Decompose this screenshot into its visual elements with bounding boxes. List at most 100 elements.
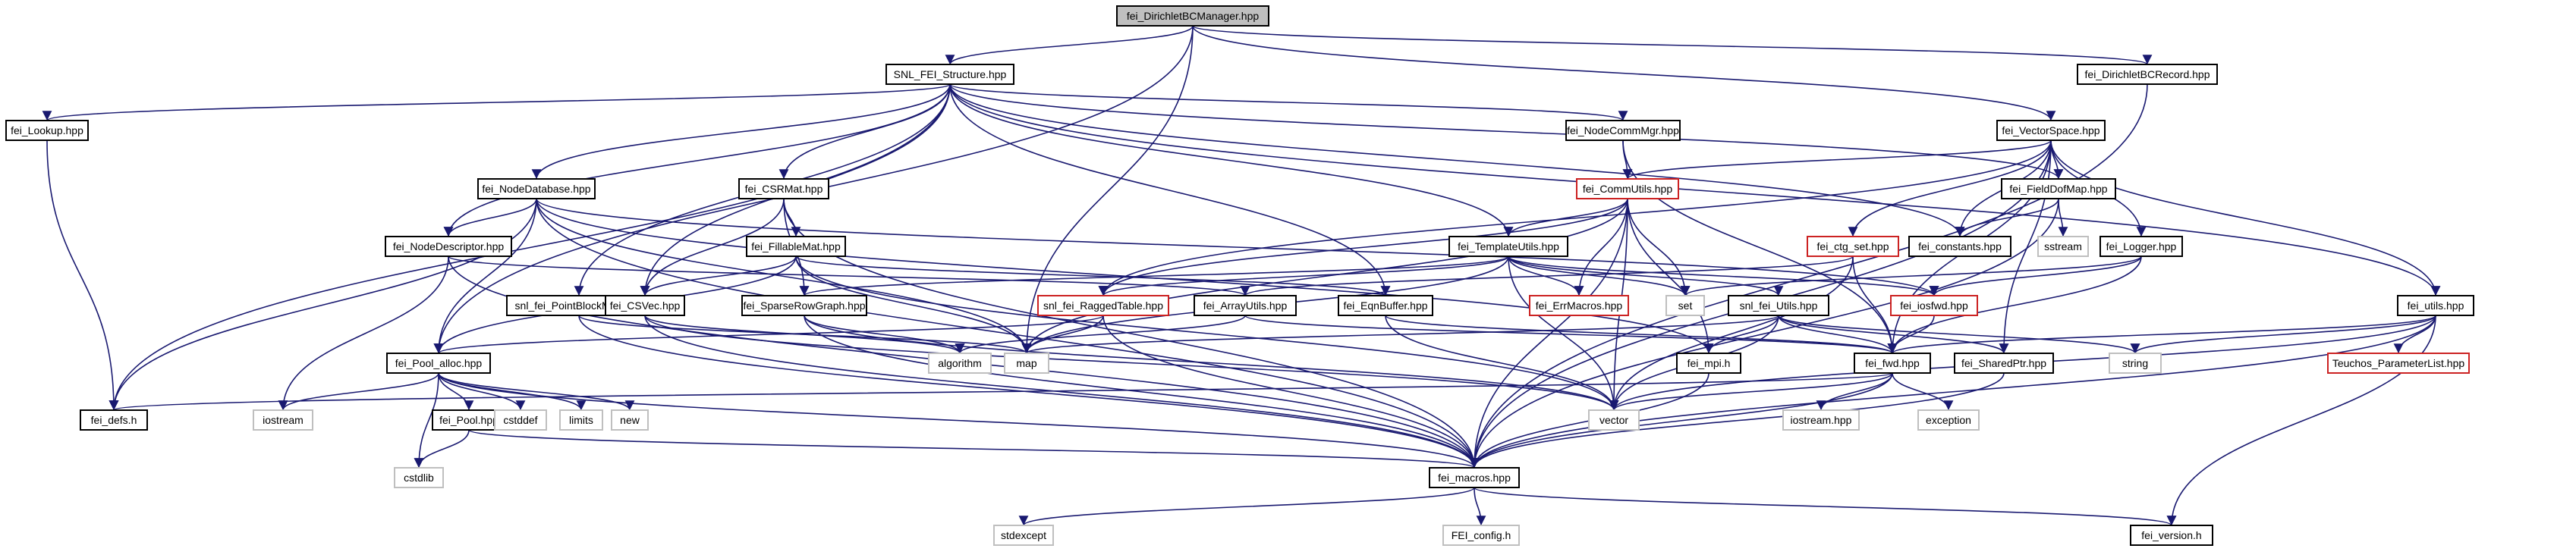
node-box bbox=[386, 353, 491, 374]
include-edge-vectorspace-to-ctg_set bbox=[1848, 140, 2052, 237]
include-edge-pool-to-cstdlib bbox=[414, 429, 470, 469]
include-edge-ctg_set-to-vector bbox=[1609, 255, 1854, 411]
include-edge-ctg_set-to-fwd bbox=[1852, 255, 1898, 354]
include-edge-fei_utils-to-macros bbox=[1469, 315, 2436, 469]
include-edge-snl_fei_utils-to-fwd bbox=[1778, 315, 1898, 354]
node-macros[interactable]: fei_macros.hpp bbox=[1429, 467, 1520, 488]
node-csrmat[interactable]: fei_CSRMat.hpp bbox=[738, 178, 829, 199]
node-box bbox=[1676, 353, 1741, 374]
edge-line bbox=[1244, 315, 1897, 354]
node-constants[interactable]: fei_constants.hpp bbox=[1908, 236, 2011, 257]
node-version[interactable]: fei_version.h bbox=[2130, 525, 2213, 546]
node-commutils[interactable]: fei_CommUtils.hpp bbox=[1576, 178, 1679, 199]
node-fielddofmap[interactable]: fei_FieldDofMap.hpp bbox=[2001, 178, 2116, 199]
node-logger[interactable]: fei_Logger.hpp bbox=[2099, 236, 2183, 257]
include-edge-snl_fei_structure-to-nodedatabase bbox=[531, 83, 951, 180]
node-eqnbuffer[interactable]: fei_EqnBuffer.hpp bbox=[1338, 295, 1433, 316]
node-limits: limits bbox=[559, 409, 603, 431]
node-box bbox=[1728, 295, 1829, 316]
node-label: algorithm bbox=[938, 357, 982, 369]
node-raggedtable[interactable]: snl_fei_RaggedTable.hpp bbox=[1037, 295, 1169, 316]
node-fillablemat[interactable]: fei_FillableMat.hpp bbox=[746, 236, 846, 257]
node-box bbox=[1588, 409, 1640, 431]
include-edge-fei_utils-to-string bbox=[2130, 315, 2436, 354]
edge-line bbox=[1098, 140, 2052, 296]
edge-line bbox=[795, 255, 1032, 354]
node-new: new bbox=[611, 409, 649, 431]
node-label: fei_VectorSpace.hpp bbox=[2002, 124, 2099, 136]
edge-line bbox=[1609, 255, 1854, 411]
node-snl-fei-structure[interactable]: SNL_FEI_Structure.hpp bbox=[885, 64, 1014, 85]
include-edge-vectorspace-to-fei_utils bbox=[2050, 140, 2441, 296]
node-cstddef: cstddef bbox=[494, 409, 547, 431]
node-iosfwd[interactable]: fei_iosfwd.hpp bbox=[1890, 295, 1978, 316]
node-nodecommmgr[interactable]: fei_NodeCommMgr.hpp bbox=[1565, 120, 1681, 141]
node-snl-fei-utils[interactable]: snl_fei_Utils.hpp bbox=[1728, 295, 1829, 316]
node-fwd[interactable]: fei_fwd.hpp bbox=[1854, 353, 1931, 374]
edge-line bbox=[949, 83, 1391, 296]
node-box bbox=[2077, 64, 2218, 85]
edge-line bbox=[468, 429, 1479, 469]
node-mpi[interactable]: fei_mpi.h bbox=[1676, 353, 1741, 374]
node-sstream: sstream bbox=[2037, 236, 2089, 257]
edge-line bbox=[1385, 315, 1619, 411]
edge-line bbox=[949, 83, 1965, 237]
node-fei-utils[interactable]: fei_utils.hpp bbox=[2397, 295, 2474, 316]
include-edge-sparserowgraph-to-algorithm bbox=[804, 315, 965, 354]
node-root[interactable]: fei_DirichletBCManager.hpp bbox=[1116, 5, 1269, 27]
node-dirichlet-record[interactable]: fei_DirichletBCRecord.hpp bbox=[2077, 64, 2218, 85]
node-sharedptr[interactable]: fei_SharedPtr.hpp bbox=[1954, 353, 2054, 374]
edge-line bbox=[1018, 487, 1475, 526]
node-fei-config: FEI_config.h bbox=[1442, 525, 1520, 546]
node-pool-alloc[interactable]: fei_Pool_alloc.hpp bbox=[386, 353, 491, 374]
include-edge-fwd-to-exception bbox=[1892, 372, 1954, 411]
node-box bbox=[993, 525, 1054, 546]
node-ctg-set[interactable]: fei_ctg_set.hpp bbox=[1807, 236, 1899, 257]
node-defs[interactable]: fei_defs.h bbox=[80, 409, 148, 431]
edge-line bbox=[278, 372, 439, 411]
edge-line bbox=[1385, 315, 1898, 354]
node-errmacros[interactable]: fei_ErrMacros.hpp bbox=[1529, 295, 1629, 316]
include-edge-snl_fei_utils-to-string bbox=[1778, 315, 2140, 354]
include-edge-nodedescriptor-to-arrayutils bbox=[448, 255, 1250, 296]
node-label: iostream.hpp bbox=[1791, 414, 1852, 426]
edge-line bbox=[414, 429, 470, 469]
edge-line bbox=[1848, 140, 2052, 237]
edge-line bbox=[2166, 315, 2436, 526]
node-vectorspace[interactable]: fei_VectorSpace.hpp bbox=[1996, 120, 2106, 141]
node-label: fei_Logger.hpp bbox=[2106, 240, 2177, 252]
include-edge-sparserowgraph-to-macros bbox=[804, 315, 1480, 469]
node-label: limits bbox=[569, 414, 593, 426]
include-edge-sparserowgraph-to-vector bbox=[804, 315, 1619, 411]
edge-line bbox=[46, 140, 119, 411]
edge-line bbox=[438, 372, 474, 411]
node-arrayutils[interactable]: fei_ArrayUtils.hpp bbox=[1194, 295, 1297, 316]
node-box bbox=[477, 178, 596, 199]
edge-line bbox=[949, 83, 1514, 237]
node-box bbox=[2099, 236, 2183, 257]
node-templateutils[interactable]: fei_TemplateUtils.hpp bbox=[1448, 236, 1568, 257]
include-edge-sharedptr-to-macros bbox=[1469, 372, 2005, 469]
edge-line bbox=[800, 255, 1509, 296]
include-edge-commutils-to-macros bbox=[1469, 198, 1628, 469]
node-csvec[interactable]: fei_CSVec.hpp bbox=[605, 295, 685, 316]
node-sparserowgraph[interactable]: fei_SparseRowGraph.hpp bbox=[741, 295, 867, 316]
node-lookup[interactable]: fei_Lookup.hpp bbox=[5, 120, 89, 141]
edge-line bbox=[536, 198, 1714, 354]
include-edge-pool_alloc-to-iostream bbox=[278, 372, 439, 411]
node-nodedatabase[interactable]: fei_NodeDatabase.hpp bbox=[477, 178, 596, 199]
edge-line bbox=[109, 83, 951, 411]
node-label: fei_NodeCommMgr.hpp bbox=[1567, 124, 1679, 136]
node-cstdlib: cstdlib bbox=[394, 467, 444, 488]
node-nodedescriptor[interactable]: fei_NodeDescriptor.hpp bbox=[385, 236, 512, 257]
node-box bbox=[80, 409, 148, 431]
edge-line bbox=[804, 315, 1480, 469]
node-set: set bbox=[1665, 295, 1705, 316]
include-edge-arrayutils-to-algorithm bbox=[955, 315, 1246, 354]
node-teuchos[interactable]: Teuchos_ParameterList.hpp bbox=[2327, 353, 2470, 374]
edge-line bbox=[2050, 140, 2441, 296]
node-box bbox=[1996, 120, 2106, 141]
include-edge-vectorspace-to-sharedptr bbox=[1999, 140, 2052, 354]
edge-line bbox=[1503, 198, 1628, 237]
node-pool[interactable]: fei_Pool.hpp bbox=[432, 409, 506, 431]
